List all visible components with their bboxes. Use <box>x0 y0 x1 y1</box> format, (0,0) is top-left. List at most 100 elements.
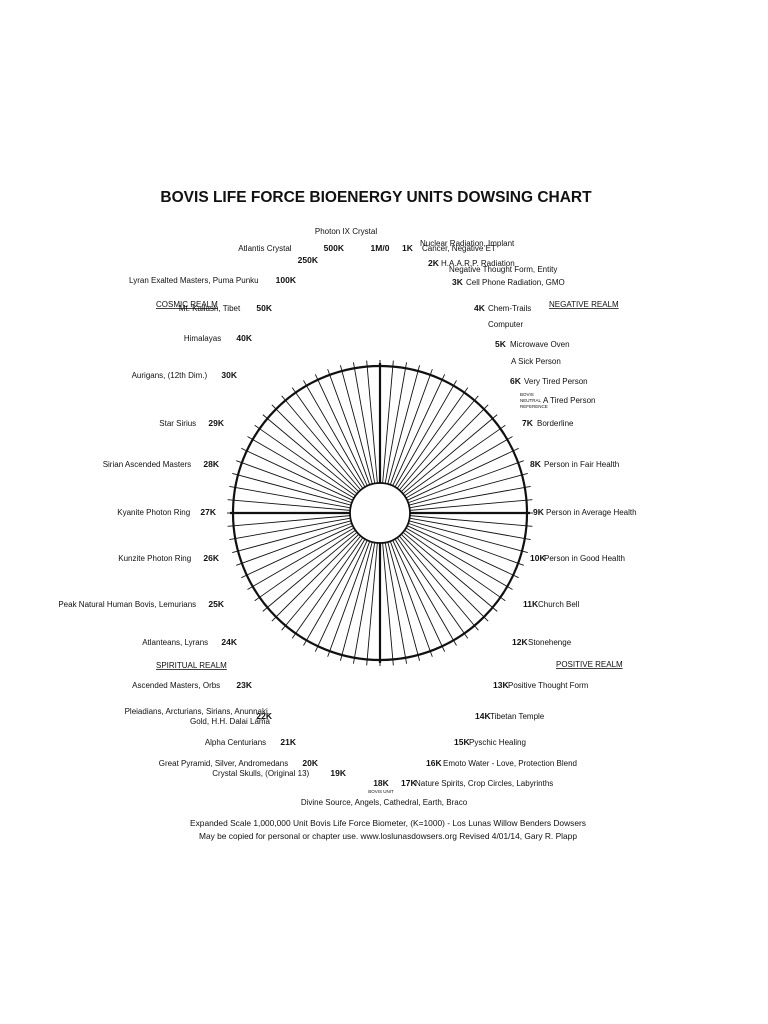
right-value-14: 10K <box>530 553 546 563</box>
right-value-18: 14K <box>475 711 491 721</box>
spoke-8 <box>398 400 475 491</box>
left-label-12: Ascended Masters, Orbs <box>132 681 220 690</box>
left-value-6: 29K <box>208 418 224 428</box>
realm-spiritual: SPIRITUAL REALM <box>156 661 227 670</box>
realm-negative: NEGATIVE REALM <box>549 300 619 309</box>
realm-positive: POSITIVE REALM <box>556 660 623 669</box>
spoke-59 <box>246 450 354 501</box>
tick-63 <box>271 404 277 410</box>
right-value-7: 5K <box>495 339 507 349</box>
left-label-8: Kyanite Photon Ring <box>117 508 190 517</box>
tick-45 <box>271 616 277 622</box>
right-label-2: H.A.A.R.P. Radiation <box>441 259 515 268</box>
right-label-5: Chem-Trails <box>488 304 531 313</box>
right-value-5: 4K <box>474 303 486 313</box>
right-label-3: Negative Thought Form, Entity <box>449 265 557 274</box>
tick-20 <box>524 538 531 541</box>
right-label-6: Computer <box>488 320 523 329</box>
right-label-19: Pyschic Healing <box>469 738 526 747</box>
left-label-14: Alpha Centurians <box>205 738 266 747</box>
right-value-13: 9K <box>533 507 545 517</box>
left-value-9: 26K <box>203 553 219 563</box>
tick-58 <box>236 460 243 464</box>
spoke-10 <box>402 418 493 495</box>
tick-9 <box>483 404 489 410</box>
spoke-55 <box>233 499 351 511</box>
tick-29 <box>463 633 469 639</box>
spoke-25 <box>404 529 501 598</box>
right-value-20: 16K <box>426 758 442 768</box>
tick-26 <box>492 607 498 612</box>
tick-24 <box>507 586 513 590</box>
spoke-58 <box>241 462 352 504</box>
spoke-32 <box>389 541 431 652</box>
left-label-13: Pleiadians, Arcturians, Sirians, Anunnak… <box>125 707 271 726</box>
tick-39 <box>339 654 343 661</box>
tick-13 <box>513 447 519 452</box>
tick-3 <box>417 365 421 372</box>
spoke-35 <box>382 542 394 660</box>
left-label-9: Kunzite Photon Ring <box>118 554 191 563</box>
spoke-30 <box>394 538 454 641</box>
spoke-38 <box>354 542 376 658</box>
spoke-37 <box>366 542 378 660</box>
spoke-68 <box>329 374 371 485</box>
spoke-44 <box>285 535 362 626</box>
bottom-value: 18K <box>373 778 389 788</box>
right-label-8: A Sick Person <box>511 357 561 366</box>
left-value-14: 21K <box>280 737 296 747</box>
spoke-14 <box>408 462 519 504</box>
spoke-33 <box>387 541 419 656</box>
left-value-5: 30K <box>221 370 237 380</box>
right-label-1: Nuclear Radiation, Implant <box>420 239 515 248</box>
left-label-10: Peak Natural Human Bovis, Lemurians <box>58 600 196 609</box>
tick-41 <box>314 646 319 652</box>
right-label-13: Person in Average Health <box>546 508 637 517</box>
right-label-0: Cancer, Negative ET <box>422 244 496 253</box>
spoke-17 <box>409 499 527 511</box>
spoke-40 <box>329 541 371 652</box>
tick-31 <box>441 646 446 652</box>
tick-28 <box>474 625 479 631</box>
tick-12 <box>507 436 513 440</box>
tick-11 <box>500 424 506 430</box>
right-label-4: Cell Phone Radiation, GMO <box>466 278 565 287</box>
right-label-11: Borderline <box>537 419 574 428</box>
tick-55 <box>227 499 234 501</box>
right-value-19: 15K <box>454 737 470 747</box>
spokes <box>230 363 530 663</box>
spoke-22 <box>408 522 519 564</box>
right-label-14: Person in Good Health <box>544 554 625 563</box>
spoke-34 <box>384 542 406 658</box>
tick-34 <box>405 657 408 664</box>
spoke-39 <box>341 541 373 656</box>
spoke-5 <box>392 379 443 487</box>
tick-30 <box>453 640 457 646</box>
spoke-7 <box>396 392 465 489</box>
tick-4 <box>429 369 433 376</box>
tick-37 <box>366 659 368 666</box>
neutral-note-1: BOVIS <box>520 392 534 397</box>
tick-42 <box>303 640 307 646</box>
spoke-49 <box>246 525 354 576</box>
spoke-43 <box>295 537 364 634</box>
left-label-4: Himalayas <box>184 334 221 343</box>
center-circle <box>349 482 411 544</box>
left-value-4: 40K <box>236 333 252 343</box>
spoke-2 <box>384 368 406 484</box>
top-label: Photon IX Crystal <box>315 227 377 236</box>
left-label-3: Mt. Kailash, Tibet <box>179 304 241 313</box>
spoke-57 <box>237 474 352 506</box>
left-label-0: Atlantis Crystal <box>238 244 292 253</box>
left-value-10: 25K <box>208 599 224 609</box>
right-value-16: 12K <box>512 637 528 647</box>
left-value-7: 28K <box>203 459 219 469</box>
top-value: 1M/0 <box>371 243 390 253</box>
right-value-0: 1K <box>402 243 414 253</box>
left-value-12: 23K <box>236 680 252 690</box>
spoke-66 <box>306 385 366 488</box>
tick-67 <box>314 374 319 380</box>
spoke-29 <box>396 537 465 634</box>
tick-56 <box>229 485 236 488</box>
tick-51 <box>232 550 239 554</box>
